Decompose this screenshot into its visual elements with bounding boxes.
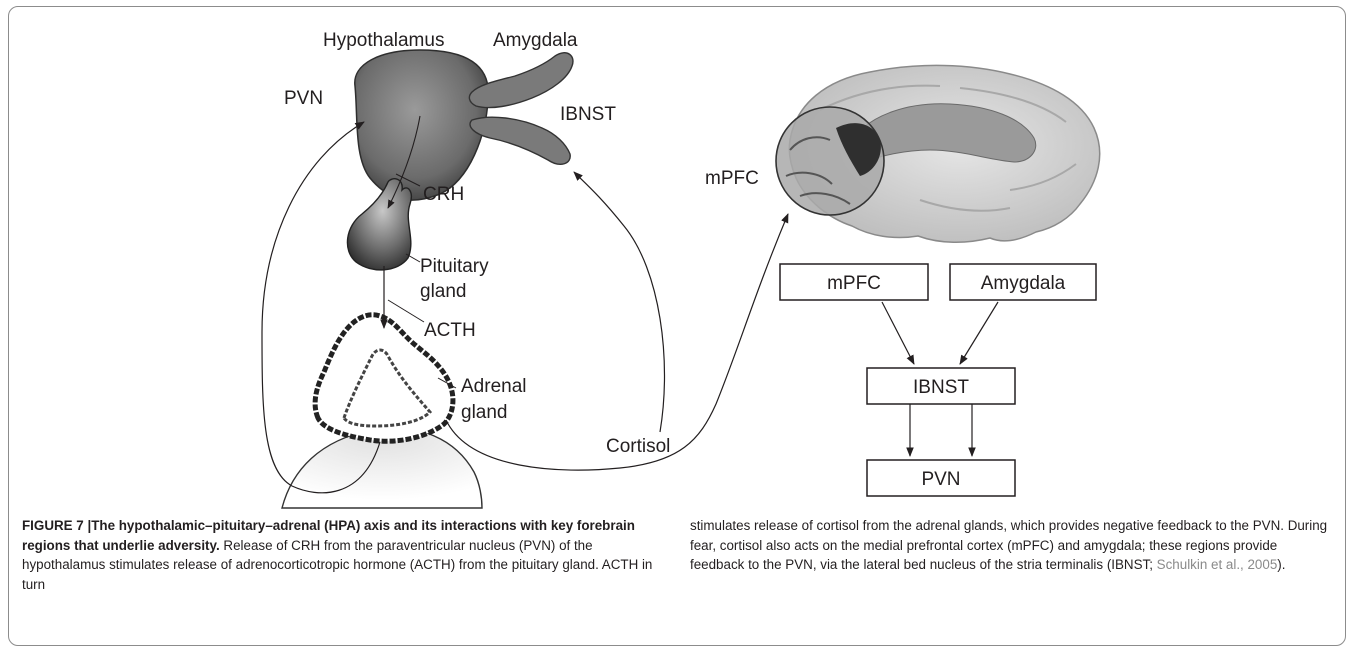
hypothalamus-shape	[355, 50, 489, 200]
acth-label: ACTH	[424, 320, 476, 341]
ibnst-label: IBNST	[560, 104, 616, 125]
hypothalamus-label: Hypothalamus	[323, 30, 444, 51]
caption-left-column: FIGURE 7 |The hypothalamic–pituitary–adr…	[22, 516, 662, 594]
caption-right-column: stimulates release of cortisol from the …	[690, 516, 1335, 575]
mpfc-to-ibnst-arrow	[882, 302, 914, 364]
cortisol-label: Cortisol	[606, 436, 670, 457]
ibnst-shape	[470, 117, 570, 164]
hpa-axis-diagram: Hypothalamus Amygdala PVN IBNST CRH Pitu…	[0, 0, 1354, 510]
citation-link[interactable]: Schulkin et al., 2005	[1157, 557, 1278, 572]
crh-label: CRH	[423, 184, 464, 205]
amygdala-box-label: Amygdala	[981, 273, 1066, 294]
pvn-label: PVN	[284, 88, 323, 109]
cortisol-to-ibnst-arrow	[574, 172, 665, 432]
pituitary-label-line1: Pituitary	[420, 256, 489, 277]
caption-text-end: ).	[1277, 557, 1285, 572]
pvn-box-label: PVN	[921, 469, 960, 490]
adrenal-label-line2: gland	[461, 402, 508, 423]
pituitary-shape	[347, 179, 411, 270]
adrenal-label-line1: Adrenal	[461, 376, 527, 397]
mpfc-box-label: mPFC	[827, 273, 881, 294]
amygdala-label: Amygdala	[493, 30, 578, 51]
brain-illustration	[776, 65, 1100, 242]
ibnst-box-label: IBNST	[913, 377, 969, 398]
cortisol-to-mpfc-arrow	[446, 214, 788, 470]
acth-leader	[388, 300, 424, 322]
amygdala-to-ibnst-arrow	[960, 302, 998, 364]
pituitary-label-line2: gland	[420, 281, 467, 302]
mpfc-brain-label: mPFC	[705, 168, 759, 189]
